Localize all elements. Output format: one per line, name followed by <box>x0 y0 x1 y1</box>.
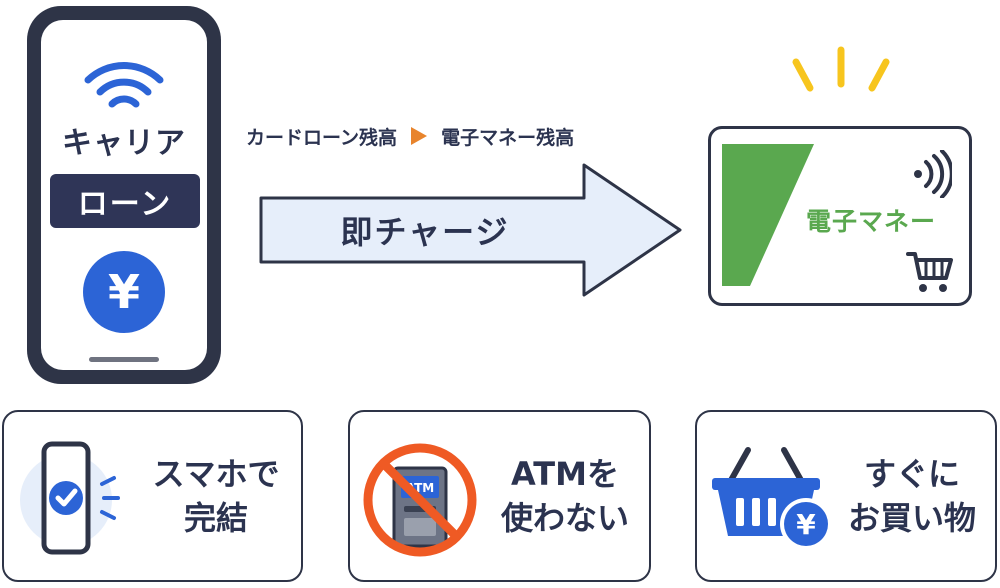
feature-2-line2: 使わない <box>500 499 629 537</box>
shine-icon <box>792 46 890 92</box>
yen-symbol: ¥ <box>107 265 140 319</box>
card-loan-balance-label: カードローン残高 <box>246 126 398 149</box>
no-atm-icon: ATM <box>363 443 477 557</box>
flow-arrow-icon <box>411 127 428 145</box>
emoney-balance-label: 電子マネー残高 <box>441 126 575 149</box>
loan-label: ローン <box>77 187 173 222</box>
yen-coin-icon: ¥ <box>83 251 165 333</box>
feature-3-line1: すぐに <box>863 455 960 493</box>
shopping-basket-yen-icon: ¥ <box>712 447 832 550</box>
card-stripe <box>722 144 814 286</box>
feature-1-line1: スマホで <box>152 455 280 493</box>
smartphone-check-icon <box>20 441 120 555</box>
feature-2-text: ATMを 使わない <box>480 452 650 540</box>
home-indicator <box>89 357 159 362</box>
balance-flow-label: カードローン残高 電子マネー残高 <box>246 121 574 151</box>
feature-2-line1: ATMを <box>511 455 619 493</box>
feature-3-text: すぐに お買い物 <box>832 452 992 540</box>
carrier-label: キャリア <box>62 126 186 161</box>
contactless-icon <box>914 150 952 198</box>
feature-1-line2: 完結 <box>183 499 248 537</box>
basket-yen-symbol: ¥ <box>796 508 816 541</box>
loan-badge: ローン <box>50 174 200 228</box>
shopping-cart-icon <box>906 252 953 292</box>
charge-arrow <box>259 163 682 297</box>
wifi-icon <box>84 62 164 108</box>
feature-1-text: スマホで 完結 <box>136 452 296 540</box>
feature-3-line2: お買い物 <box>847 499 976 537</box>
emoney-card-label: 電子マネー <box>806 207 937 236</box>
instant-charge-label: 即チャージ <box>340 213 510 251</box>
